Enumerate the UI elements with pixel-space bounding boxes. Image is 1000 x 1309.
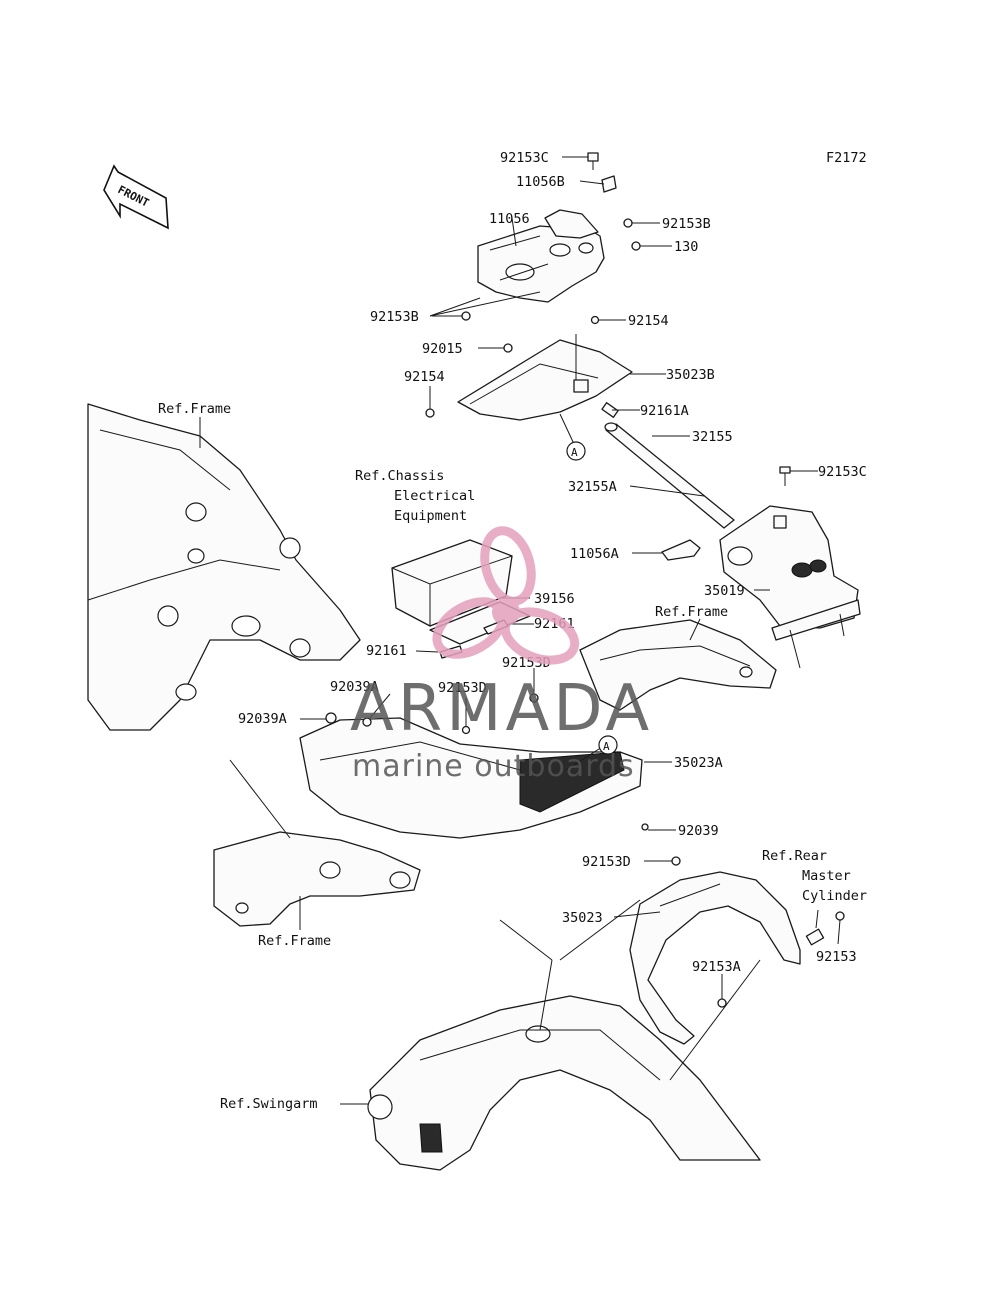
- cover-35023B: [457, 339, 633, 421]
- bolt-92154-left-icon: [425, 408, 435, 418]
- part-label: 92153A: [692, 959, 741, 975]
- ref-label: Cylinder: [802, 888, 867, 904]
- swingarm: [367, 995, 761, 1171]
- bolt-92039A-b-icon: [362, 717, 372, 727]
- part-label: 35023A: [674, 755, 723, 771]
- figure-code: F2172: [826, 150, 867, 166]
- bolt-92039-icon: [641, 823, 649, 831]
- part-label: 92153C: [818, 464, 867, 480]
- part-label: 35023: [562, 910, 603, 926]
- part-label: 92153D: [582, 854, 631, 870]
- tube-32155: [604, 422, 735, 529]
- ref-label: Ref.Rear: [762, 848, 827, 864]
- ref-label: Ref.Frame: [655, 604, 728, 620]
- part-label: 92039: [678, 823, 719, 839]
- part-label: 92153D: [438, 680, 487, 696]
- bracket-11056A: [661, 539, 701, 561]
- bolt-92153B-left-icon: [461, 311, 471, 321]
- part-label: 92154: [628, 313, 669, 329]
- ref-label: Master: [802, 868, 851, 884]
- callout-a-lower: A: [598, 735, 618, 755]
- master-cylinder-bolt-icon: [805, 911, 845, 946]
- part-label: 92039A: [238, 711, 287, 727]
- bolt-92153B-right-icon: [623, 218, 633, 228]
- part-label: 92153C: [500, 150, 549, 166]
- part-label: 92154: [404, 369, 445, 385]
- ref-label: Ref.Swingarm: [220, 1096, 318, 1112]
- ref-label: Ref.Chassis: [355, 468, 444, 484]
- ref-label: Ref.Frame: [258, 933, 331, 949]
- part-label: 92161: [366, 643, 407, 659]
- part-label: 11056A: [570, 546, 619, 562]
- tail-bracket-11056: [477, 209, 605, 303]
- watermark-tagline: marine outboards: [352, 749, 635, 784]
- seat-cover-35023A: [299, 717, 643, 839]
- part-label: 92153B: [662, 216, 711, 232]
- bolt-92153D-b-icon: [461, 725, 471, 735]
- part-label: 39156: [534, 591, 575, 607]
- bolt-92153D-c-icon: [671, 856, 681, 866]
- collar-92161A: [601, 402, 619, 418]
- part-label: 92153B: [370, 309, 419, 325]
- ref-label: Ref.Frame: [158, 401, 231, 417]
- reference-labels: Ref.Frame Ref.Chassis Electrical Equipme…: [158, 401, 867, 1112]
- part-label: 92039A: [330, 679, 379, 695]
- rear-cover-35023: [629, 871, 801, 1045]
- nut-92039A-a-icon: [325, 712, 337, 724]
- part-label: 32155A: [568, 479, 617, 495]
- frame-lower: [213, 831, 421, 927]
- bolt-92153C-right-icon: [779, 466, 791, 486]
- bolt-92153A-icon: [717, 998, 727, 1008]
- frame-rail-right: [579, 619, 777, 711]
- part-label: 92015: [422, 341, 463, 357]
- propeller-icon: [432, 526, 580, 665]
- svg-text:A: A: [571, 446, 578, 459]
- rear-fender-bracket-35019: [719, 505, 861, 669]
- part-label: 32155: [692, 429, 733, 445]
- main-frame-left: [87, 403, 361, 731]
- watermark-logo: ARMADA marine outboards: [350, 526, 653, 784]
- part-label: 130: [674, 239, 698, 255]
- bolt-130-icon: [631, 241, 641, 251]
- ref-label: Electrical: [394, 488, 475, 504]
- bolt-92154-right-icon: [590, 315, 600, 325]
- bolt-92153C-top-icon: [587, 152, 599, 170]
- front-arrow-icon: FRONT: [103, 164, 169, 230]
- bracket-11056B: [601, 175, 617, 193]
- leader-lines: [199, 156, 841, 1105]
- callout-a-upper: A: [566, 441, 586, 461]
- part-labels: 92153C 11056B 11056 92153B 130 92153B 92…: [238, 150, 867, 975]
- part-label: 35023B: [666, 367, 715, 383]
- watermark-brand: ARMADA: [350, 672, 653, 746]
- nut-92015-icon: [503, 343, 513, 353]
- part-label: 11056: [489, 211, 530, 227]
- part-label: 92161A: [640, 403, 689, 419]
- part-label: 92153: [816, 949, 857, 965]
- ref-label: Equipment: [394, 508, 467, 524]
- part-label: 11056B: [516, 174, 565, 190]
- part-label: 35019: [704, 583, 745, 599]
- svg-text:A: A: [603, 740, 610, 753]
